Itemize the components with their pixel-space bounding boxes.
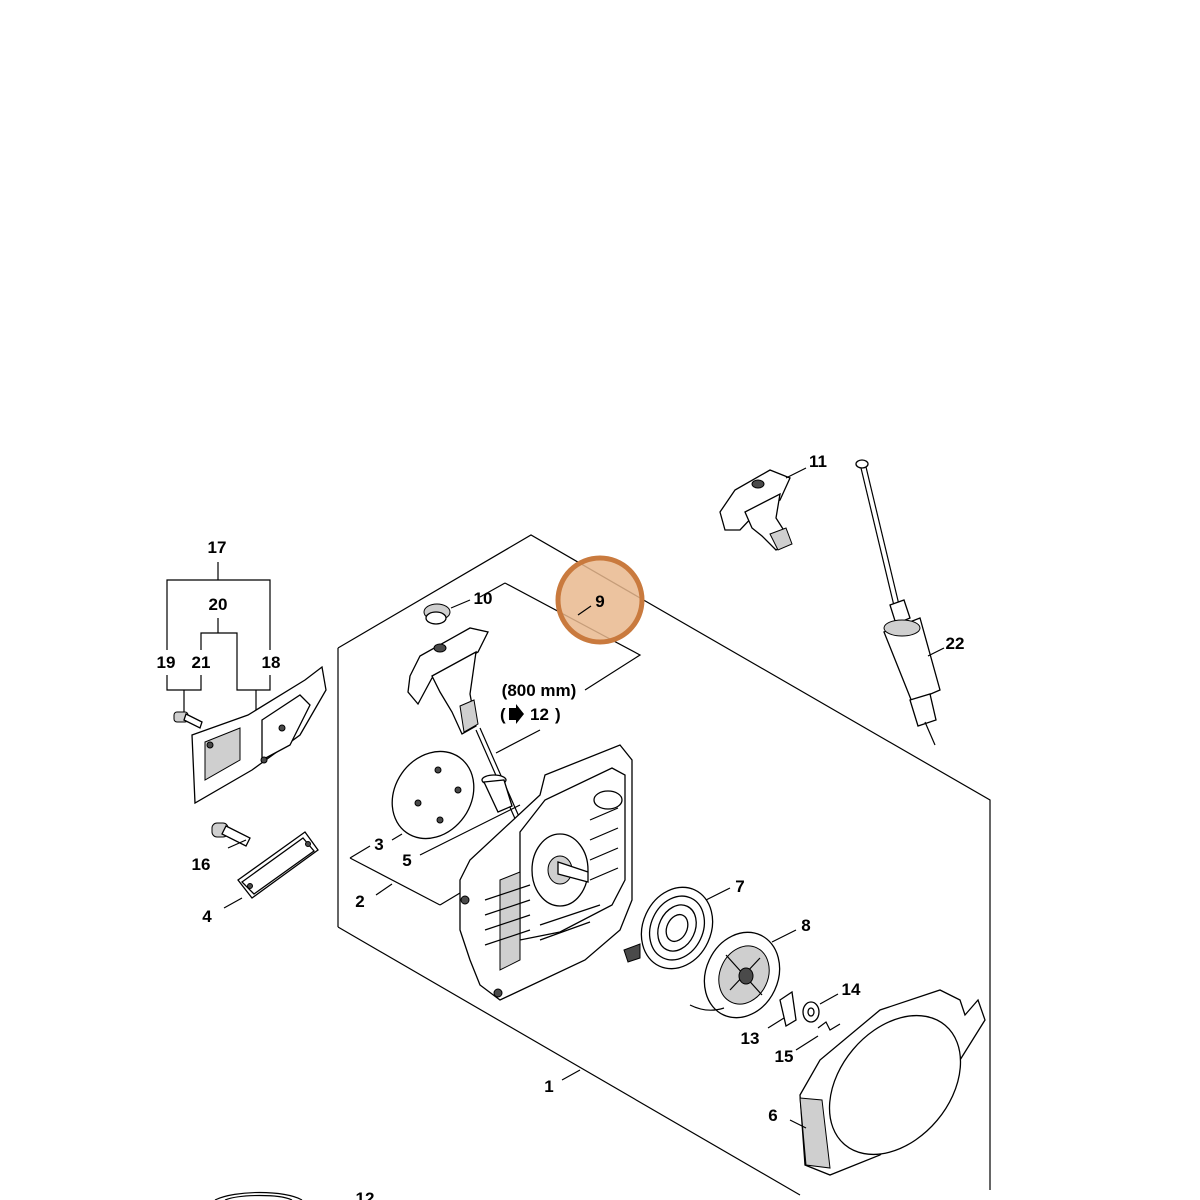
part-12-partial [214, 1191, 303, 1200]
label-part-6[interactable]: 6 [768, 1106, 777, 1125]
rope-guide-bushing [481, 774, 513, 813]
part-19-screw [173, 711, 203, 729]
label-part-20[interactable]: 20 [209, 595, 228, 614]
leader-part-1 [561, 1069, 581, 1081]
part-labels: 17 20 19 21 18 16 4 10 9 (800 mm) ( 12 )… [157, 452, 965, 1200]
part-3-washer [391, 750, 475, 840]
leader-part-3 [391, 833, 403, 841]
part-2-fan-housing [459, 744, 633, 1001]
part-8-rope-rotor [689, 929, 797, 1019]
part-15-spring-clip [795, 1021, 841, 1051]
label-part-22[interactable]: 22 [946, 634, 965, 653]
label-part-16[interactable]: 16 [192, 855, 211, 874]
assembly-outline [337, 534, 991, 1196]
see-part-arrow-icon [509, 704, 524, 724]
part-6-cover [789, 989, 986, 1176]
leader-part-5 [419, 804, 521, 856]
part-18-cover-plate [191, 665, 327, 805]
label-part-7[interactable]: 7 [735, 877, 744, 896]
label-part-1[interactable]: 1 [544, 1077, 553, 1096]
part-11-handle [719, 467, 807, 551]
label-part-17[interactable]: 17 [208, 538, 227, 557]
see-part-12-close-paren: ) [555, 705, 561, 724]
label-part-3[interactable]: 3 [374, 835, 383, 854]
label-part-12-ref[interactable]: 12 [530, 705, 549, 724]
rope-length-label: (800 mm) [502, 681, 577, 700]
label-part-9[interactable]: 9 [595, 592, 604, 611]
housing-grille [484, 807, 619, 946]
part-14-washer [802, 993, 839, 1023]
label-part-4[interactable]: 4 [202, 907, 212, 926]
label-part-19[interactable]: 19 [157, 653, 176, 672]
label-part-5[interactable]: 5 [402, 851, 411, 870]
part-9-hotspot[interactable] [555, 555, 645, 645]
part-10-cap [423, 599, 471, 625]
part-22-rope-tool [855, 459, 945, 746]
label-part-14[interactable]: 14 [842, 980, 861, 999]
part-7-rewind-spring [623, 886, 731, 970]
label-part-12-bottom[interactable]: 12 [356, 1189, 375, 1200]
label-part-21[interactable]: 21 [192, 653, 211, 672]
part-13-pawl [767, 990, 797, 1029]
label-part-8[interactable]: 8 [801, 916, 810, 935]
part-17-bracket [166, 562, 271, 720]
label-part-10[interactable]: 10 [474, 589, 493, 608]
label-part-15[interactable]: 15 [775, 1047, 794, 1066]
leader-part-2 [375, 883, 393, 896]
label-part-11[interactable]: 11 [809, 452, 827, 471]
part-4-plate [223, 831, 319, 909]
label-part-13[interactable]: 13 [741, 1029, 760, 1048]
label-part-2[interactable]: 2 [355, 892, 364, 911]
part-16-screw [211, 822, 251, 849]
starter-handle [407, 627, 489, 735]
see-part-12-open-paren: ( [500, 705, 506, 724]
label-part-18[interactable]: 18 [262, 653, 281, 672]
